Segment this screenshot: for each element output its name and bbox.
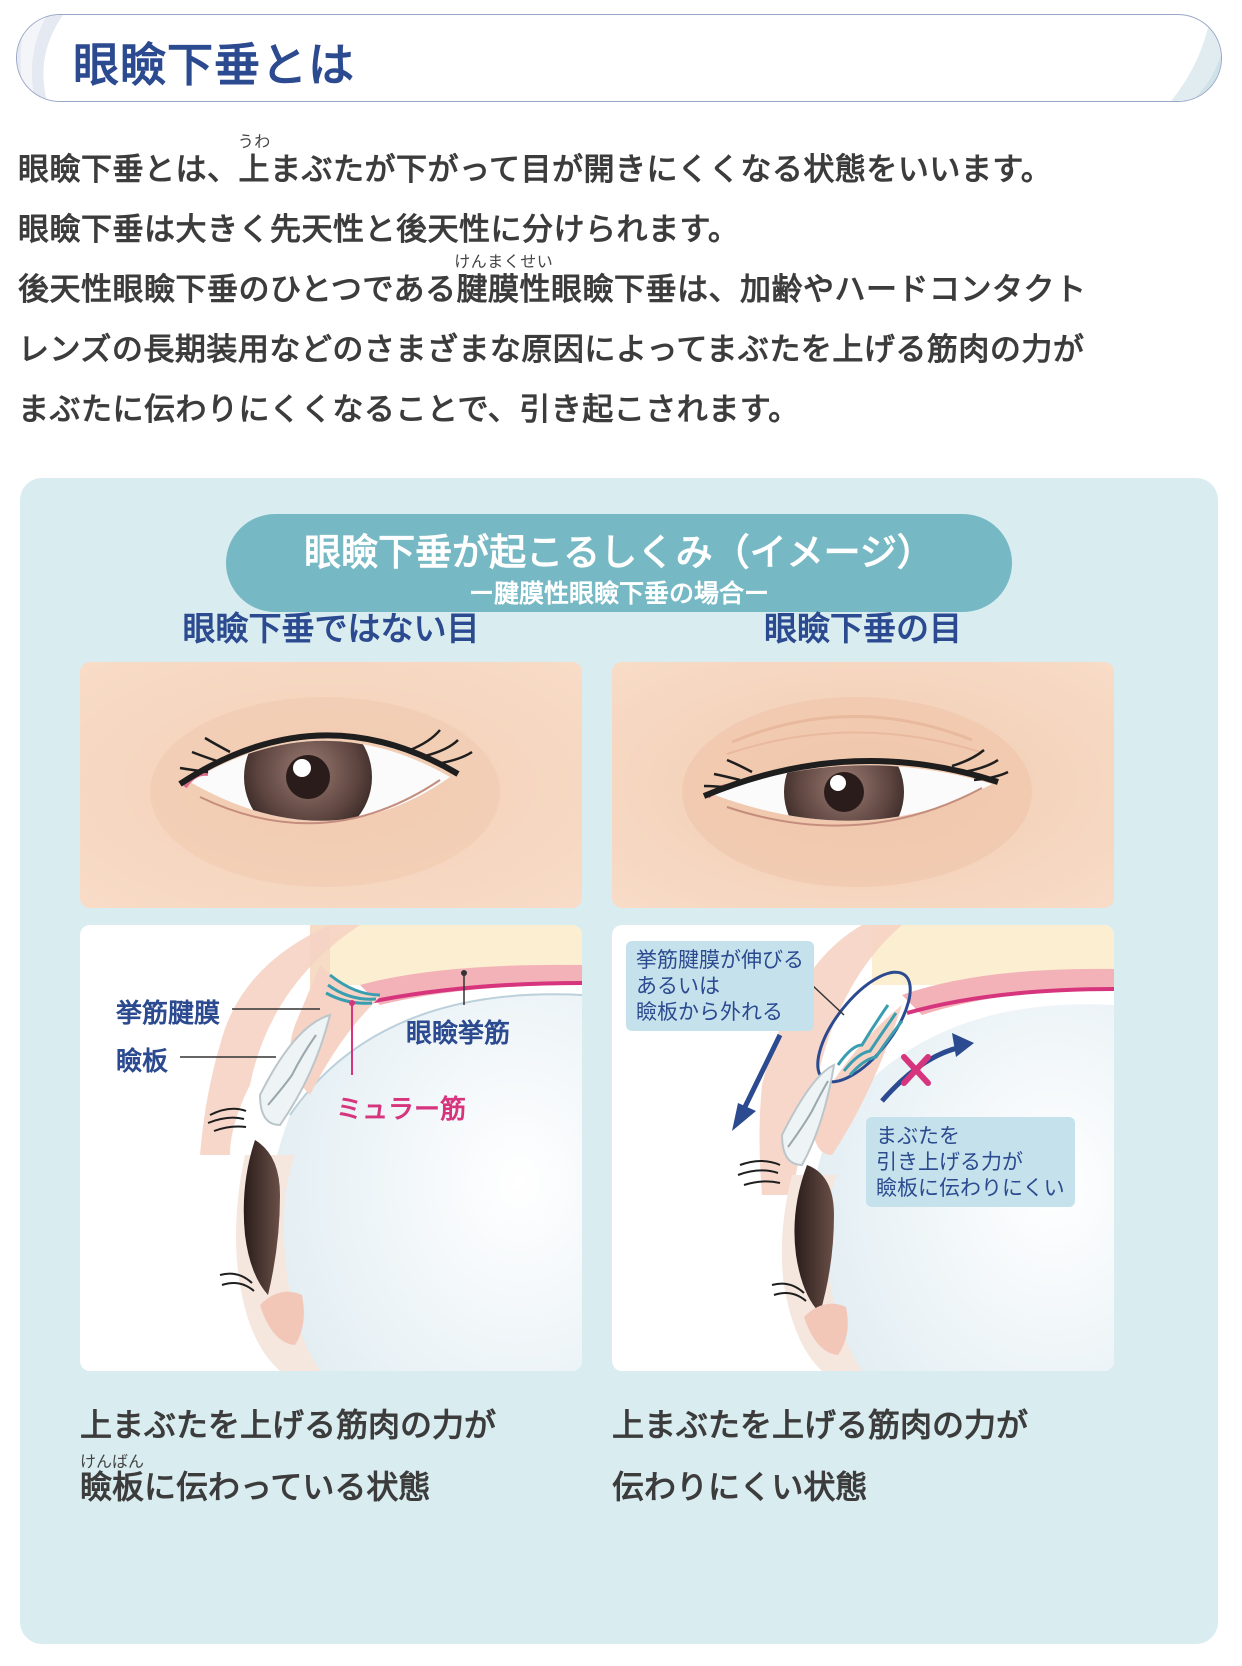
ruby-base: 上 [238,152,270,188]
label-tarsus: 瞼板 [116,1047,169,1077]
ruby-kenmakusei: けんまくせい腱膜性 [454,254,553,320]
right-swoosh-decoration [1171,15,1221,101]
caption-line-2: けんばん瞼板に伝わっている状態 [79,1452,496,1518]
caption-line-2: 伝わりにくい状態 [612,1468,868,1506]
ruby-base: 腱膜性 [456,272,552,308]
mechanism-panel: 眼瞼下垂が起こるしくみ（イメージ） ー腱膜性眼瞼下垂の場合ー 眼瞼下垂ではない目… [20,478,1218,1644]
ruby-reading: けんまくせい [454,252,554,271]
normal-anatomy-diagram: 挙筋腱膜 瞼板 眼瞼挙筋 ミュラー筋 [80,925,582,1371]
ptosis-eye-heading: 眼瞼下垂の目 [764,609,962,648]
intro-text-segment: まぶたが下がって目が開きにくくなる状態をいいます。 [270,152,1053,188]
mechanism-title: 眼瞼下垂が起こるしくみ（イメージ） [304,531,934,574]
intro-line-2: 眼瞼下垂は大きく先天性と後天性に分けられます。 [18,212,740,248]
ptosis-eye-illustration [612,662,1114,908]
intro-text-segment: 眼瞼下垂は、加齢やハードコンタクト [551,272,1087,308]
intro-line-3: 後天性眼瞼下垂のひとつであるけんまくせい腱膜性眼瞼下垂は、加齢やハードコンタクト [18,254,1228,320]
intro-line-1: 眼瞼下垂とは、うわ上まぶたが下がって目が開きにくくなる状態をいいます。 [18,134,1228,200]
label-muller-muscle: ミュラー筋 [336,1095,467,1125]
note-line: 挙筋腱膜が伸びる [636,948,804,972]
normal-eye-heading: 眼瞼下垂ではない目 [182,609,480,648]
mechanism-title-pill: 眼瞼下垂が起こるしくみ（イメージ） ー腱膜性眼瞼下垂の場合ー [226,514,1012,612]
normal-eye-illustration [80,662,582,908]
intro-line-5: まぶたに伝わりにくくなることで、引き起こされます。 [18,392,800,428]
ruby-reading: うわ [237,132,271,151]
intro-text-segment: 眼瞼下垂とは、 [18,152,239,188]
note-force-not-transmitted: まぶたを 引き上げる力が 瞼板に伝わりにくい [866,1117,1075,1207]
normal-caption: 上まぶたを上げる筋肉の力が けんばん瞼板に伝わっている状態 [80,1394,496,1518]
note-line: まぶたを [876,1124,960,1148]
ruby-uwa: うわ上 [238,134,271,200]
note-line: 瞼板から外れる [636,1000,783,1024]
ruby-reading: けんばん [79,1452,145,1471]
caption-text-segment: に伝わっている状態 [144,1468,431,1506]
label-levator-muscle: 眼瞼挙筋 [406,1019,511,1049]
page-title: 眼瞼下垂とは [73,38,355,92]
note-line: 引き上げる力が [876,1150,1023,1174]
ptosis-anatomy-diagram: 挙筋腱膜が伸びる あるいは 瞼板から外れる まぶたを 引き上げる力が 瞼板に伝わ… [612,925,1114,1371]
note-line: あるいは [636,974,720,998]
ruby-base: 瞼板 [80,1468,145,1506]
mechanism-subtitle: ー腱膜性眼瞼下垂の場合ー [468,579,769,608]
caption-line-1: 上まぶたを上げる筋肉の力が [80,1406,497,1444]
title-bar: 眼瞼下垂とは [16,14,1222,102]
ptosis-caption: 上まぶたを上げる筋肉の力が 伝わりにくい状態 [612,1394,1028,1518]
intro-text: 眼瞼下垂とは、うわ上まぶたが下がって目が開きにくくなる状態をいいます。 眼瞼下垂… [18,134,1228,440]
caption-line-1: 上まぶたを上げる筋肉の力が [612,1406,1029,1444]
left-swoosh-decoration [17,15,63,101]
note-line: 瞼板に伝わりにくい [876,1176,1065,1200]
note-aponeurosis-stretched: 挙筋腱膜が伸びる あるいは 瞼板から外れる [626,941,814,1031]
label-aponeurosis: 挙筋腱膜 [116,999,221,1029]
intro-line-4: レンズの長期装用などのさまざまな原因によってまぶたを上げる筋肉の力が [18,332,1085,368]
ruby-kenban: けんばん瞼板 [79,1452,145,1518]
intro-text-segment: 後天性眼瞼下垂のひとつである [18,272,457,308]
